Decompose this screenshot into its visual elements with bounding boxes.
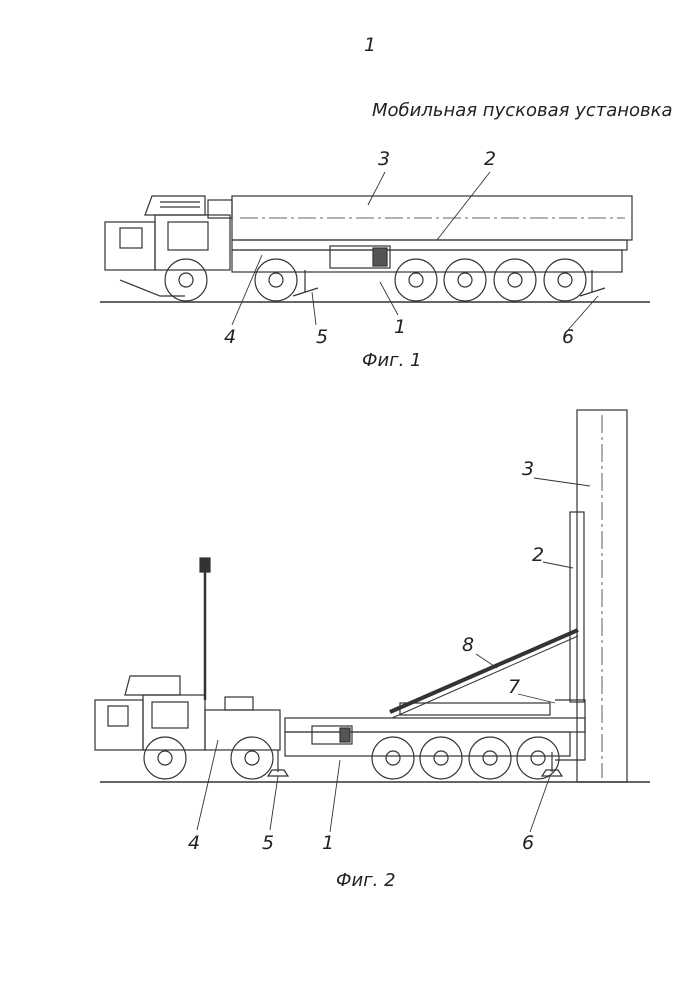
fig1-label-chassis: 1 bbox=[394, 316, 407, 338]
wheels-fig1 bbox=[164, 258, 587, 302]
leader-lines-fig2 bbox=[196, 477, 591, 833]
arm-8 bbox=[389, 628, 579, 714]
wheels-fig2 bbox=[143, 736, 560, 780]
page-number: 1 bbox=[364, 34, 377, 56]
cab bbox=[104, 221, 156, 271]
fig1-label-cab-module: 4 bbox=[224, 326, 237, 348]
support-7 bbox=[399, 702, 551, 716]
boom-2 bbox=[231, 239, 628, 251]
cab bbox=[94, 699, 144, 751]
fig2-label-boom: 2 bbox=[532, 544, 545, 566]
leader-lines-fig1 bbox=[231, 171, 599, 331]
fig2-caption: Фиг. 2 bbox=[336, 870, 396, 891]
fig1-label-rear-jack: 6 bbox=[562, 326, 575, 348]
fig2-label-front-jack: 5 bbox=[262, 832, 275, 854]
fig1-label-container: 3 bbox=[378, 148, 391, 170]
fig2-label-support: 7 bbox=[508, 676, 521, 698]
chassis-frame bbox=[284, 717, 586, 733]
document-title: Мобильная пусковая установка bbox=[372, 100, 673, 121]
chassis-frame bbox=[231, 249, 623, 273]
fig2-label-chassis: 1 bbox=[322, 832, 335, 854]
boom-2-vertical bbox=[569, 511, 585, 703]
figure-2-launcher-erected bbox=[94, 409, 650, 833]
figure-1-launcher-transport bbox=[100, 171, 650, 331]
fig1-label-front-jack: 5 bbox=[316, 326, 329, 348]
fig2-label-container: 3 bbox=[522, 458, 535, 480]
container-3-vertical bbox=[576, 409, 628, 783]
fig2-label-rear-jack: 6 bbox=[522, 832, 535, 854]
fig1-label-boom: 2 bbox=[484, 148, 497, 170]
fig2-label-arm: 8 bbox=[462, 634, 475, 656]
fig1-caption: Фиг. 1 bbox=[362, 350, 422, 371]
fig2-label-cab-module: 4 bbox=[188, 832, 201, 854]
